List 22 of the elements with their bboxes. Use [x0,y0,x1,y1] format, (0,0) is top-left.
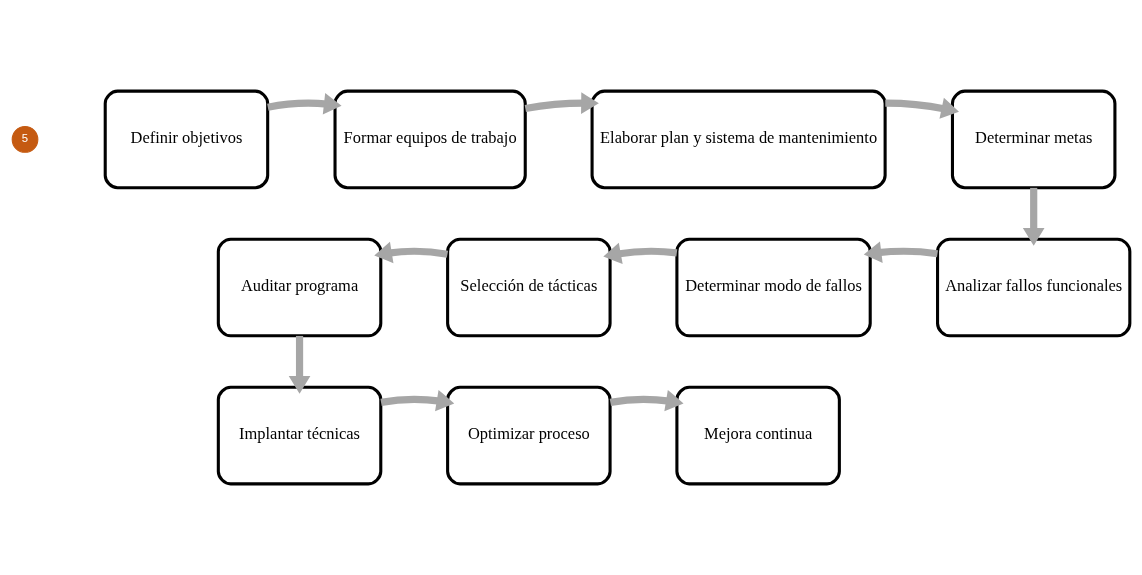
arrow [374,241,449,264]
node-box: Mejora continua [675,385,841,486]
arrow [609,389,684,412]
arrow [524,92,599,114]
node-box: Selección de tácticas [446,237,612,338]
node-box: Determinar metas [950,89,1117,190]
arrow [380,389,455,412]
node-box: Implantar técnicas [216,385,383,486]
node-box: Analizar fallos funcionales [936,237,1132,338]
arrow [885,97,959,119]
node-box: Definir objetivos [103,89,270,190]
node-box: Auditar programa [216,237,383,338]
arrow [288,335,311,394]
node-circle: 5 [11,126,39,153]
node-box: Determinar modo de fallos [675,237,872,338]
arrow [267,92,342,115]
node-box: Optimizar proceso [446,385,612,486]
arrow [863,241,938,263]
arrow [603,242,678,265]
node-box: Elaborar plan y sistema de mantenimiento [590,89,887,190]
arrow [1022,187,1045,246]
node-box: Formar equipos de trabajo [333,89,527,190]
